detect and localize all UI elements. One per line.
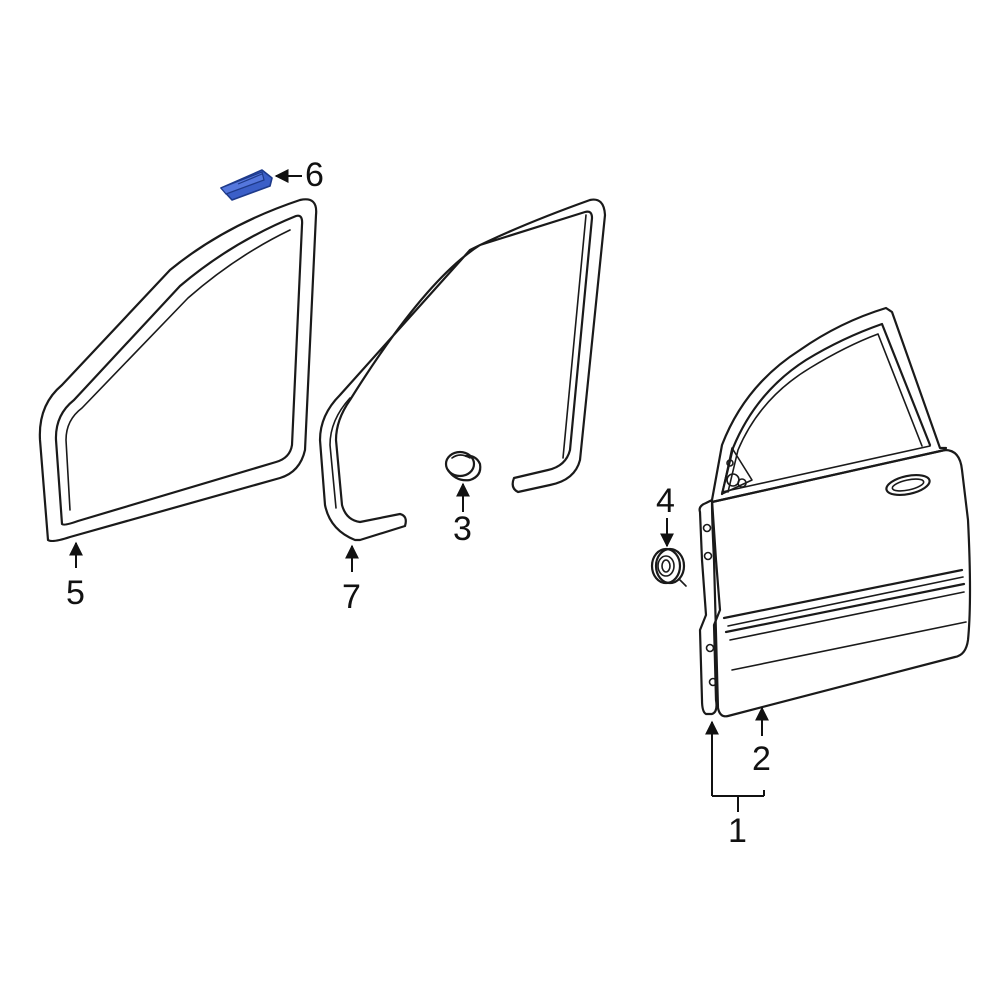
callout-2: 2 xyxy=(752,740,771,778)
callout-5: 5 xyxy=(66,574,85,612)
part-5-weatherstrip[interactable] xyxy=(38,198,318,543)
part-4-grommet[interactable] xyxy=(650,547,687,587)
callout-6: 6 xyxy=(305,156,324,194)
part-2-outer-panel[interactable] xyxy=(710,448,972,718)
callout-1: 1 xyxy=(728,812,747,850)
callout-7: 7 xyxy=(342,578,361,616)
callout-4: 4 xyxy=(656,482,675,520)
part-1-door-shell[interactable] xyxy=(698,306,948,716)
part-3-plug[interactable] xyxy=(444,450,482,482)
callout-3: 3 xyxy=(453,510,472,548)
part-7-door-seal[interactable] xyxy=(318,198,607,542)
part-6-clip[interactable] xyxy=(220,169,273,201)
bracket-leader-1-2 xyxy=(705,706,769,812)
